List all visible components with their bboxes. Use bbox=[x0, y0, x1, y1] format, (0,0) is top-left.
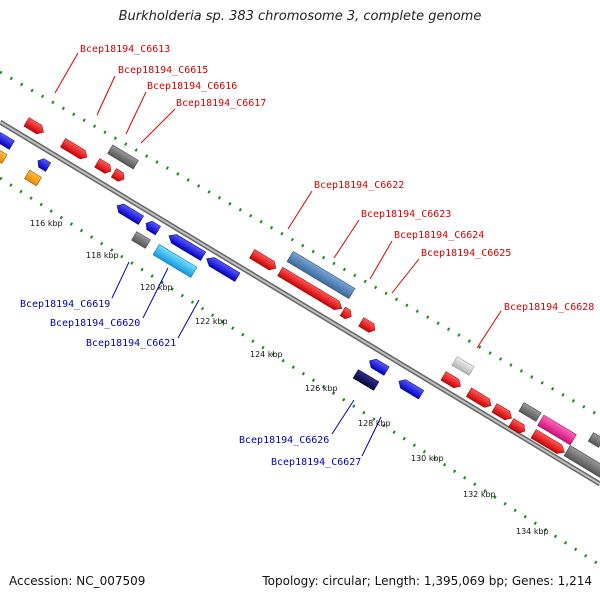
gene-arrow bbox=[518, 402, 542, 422]
gene-arrow bbox=[440, 371, 461, 389]
gene-arrow bbox=[286, 250, 356, 300]
tick-label: 120 kbp bbox=[140, 283, 173, 292]
leader-lines bbox=[54, 52, 502, 457]
dotted-tracks bbox=[0, 70, 600, 567]
tick-label: 126 kbp bbox=[305, 384, 338, 393]
tick-label: 132 kbp bbox=[463, 490, 496, 499]
gene-label[interactable]: Bcep18194_C6625 bbox=[421, 248, 511, 259]
gene-arrow bbox=[339, 306, 352, 320]
gene-features bbox=[0, 117, 600, 479]
gene-label[interactable]: Bcep18194_C6613 bbox=[80, 44, 170, 55]
dotted-track-outer bbox=[0, 70, 600, 418]
gene-arrow bbox=[37, 158, 52, 172]
tick-label: 128 kbp bbox=[358, 419, 391, 428]
tick-label: 116 kbp bbox=[30, 219, 63, 228]
gene-arrow bbox=[94, 158, 112, 174]
gene-arrow bbox=[508, 418, 526, 434]
gene-arrow bbox=[206, 257, 241, 282]
gene-arrow bbox=[152, 244, 198, 278]
gene-arrow bbox=[107, 144, 139, 170]
gene-arrow bbox=[110, 168, 125, 182]
gene-arrow bbox=[358, 317, 376, 333]
map-title: Burkholderia sp. 383 chromosome 3, compl… bbox=[118, 9, 482, 24]
gene-label[interactable]: Bcep18194_C6620 bbox=[50, 318, 140, 329]
tick-label: 134 kbp bbox=[516, 527, 549, 536]
gene-label[interactable]: Bcep18194_C6623 bbox=[361, 209, 451, 220]
gene-label[interactable]: Bcep18194_C6615 bbox=[118, 65, 208, 76]
gene-arrow bbox=[491, 403, 512, 421]
gene-arrow bbox=[116, 203, 144, 225]
tick-label: 124 kbp bbox=[250, 350, 283, 359]
gene-label[interactable]: Bcep18194_C6622 bbox=[314, 180, 404, 191]
gene-arrow bbox=[131, 231, 151, 249]
gene-label[interactable]: Bcep18194_C6616 bbox=[147, 81, 237, 92]
gene-arrow bbox=[563, 445, 600, 479]
gene-arrow bbox=[249, 249, 277, 271]
gene-arrow bbox=[530, 429, 565, 454]
dotted-track-inner bbox=[0, 176, 600, 567]
accession-text: Accession: NC_007509 bbox=[9, 574, 146, 588]
tick-label: 122 kbp bbox=[195, 317, 228, 326]
gene-arrow bbox=[60, 138, 88, 160]
gene-arrow bbox=[587, 432, 600, 448]
gene-labels-bottom: Bcep18194_C6619 Bcep18194_C6620 Bcep1819… bbox=[20, 299, 361, 468]
gene-arrow bbox=[0, 132, 15, 150]
gene-arrow bbox=[277, 266, 343, 310]
gene-arrow bbox=[23, 117, 44, 135]
gene-arrow bbox=[369, 358, 390, 376]
gene-label[interactable]: Bcep18194_C6619 bbox=[20, 299, 110, 310]
gene-label[interactable]: Bcep18194_C6628 bbox=[504, 302, 594, 313]
gene-label[interactable]: Bcep18194_C6626 bbox=[239, 435, 329, 446]
gene-arrow bbox=[451, 356, 475, 376]
gene-arrow bbox=[0, 150, 8, 164]
gene-arrow bbox=[168, 234, 207, 261]
gene-label[interactable]: Bcep18194_C6627 bbox=[271, 457, 361, 468]
gene-arrow bbox=[398, 379, 425, 400]
gene-arrow bbox=[24, 169, 42, 187]
gene-arrow bbox=[145, 220, 161, 236]
gene-arrow bbox=[537, 414, 577, 446]
gene-labels-top: Bcep18194_C6613 Bcep18194_C6615 Bcep1819… bbox=[80, 44, 594, 313]
tick-label: 130 kbp bbox=[411, 454, 444, 463]
genome-backbone bbox=[0, 119, 600, 487]
gene-label[interactable]: Bcep18194_C6621 bbox=[86, 338, 176, 349]
gene-label[interactable]: Bcep18194_C6624 bbox=[394, 230, 484, 241]
gene-arrow bbox=[465, 387, 492, 408]
genome-summary: Topology: circular; Length: 1,395,069 bp… bbox=[262, 574, 592, 588]
position-ticks: 116 kbp 118 kbp 120 kbp 122 kbp 124 kbp … bbox=[30, 219, 549, 536]
gene-label[interactable]: Bcep18194_C6617 bbox=[176, 98, 266, 109]
tick-label: 118 kbp bbox=[86, 251, 119, 260]
gene-arrow bbox=[352, 369, 380, 391]
